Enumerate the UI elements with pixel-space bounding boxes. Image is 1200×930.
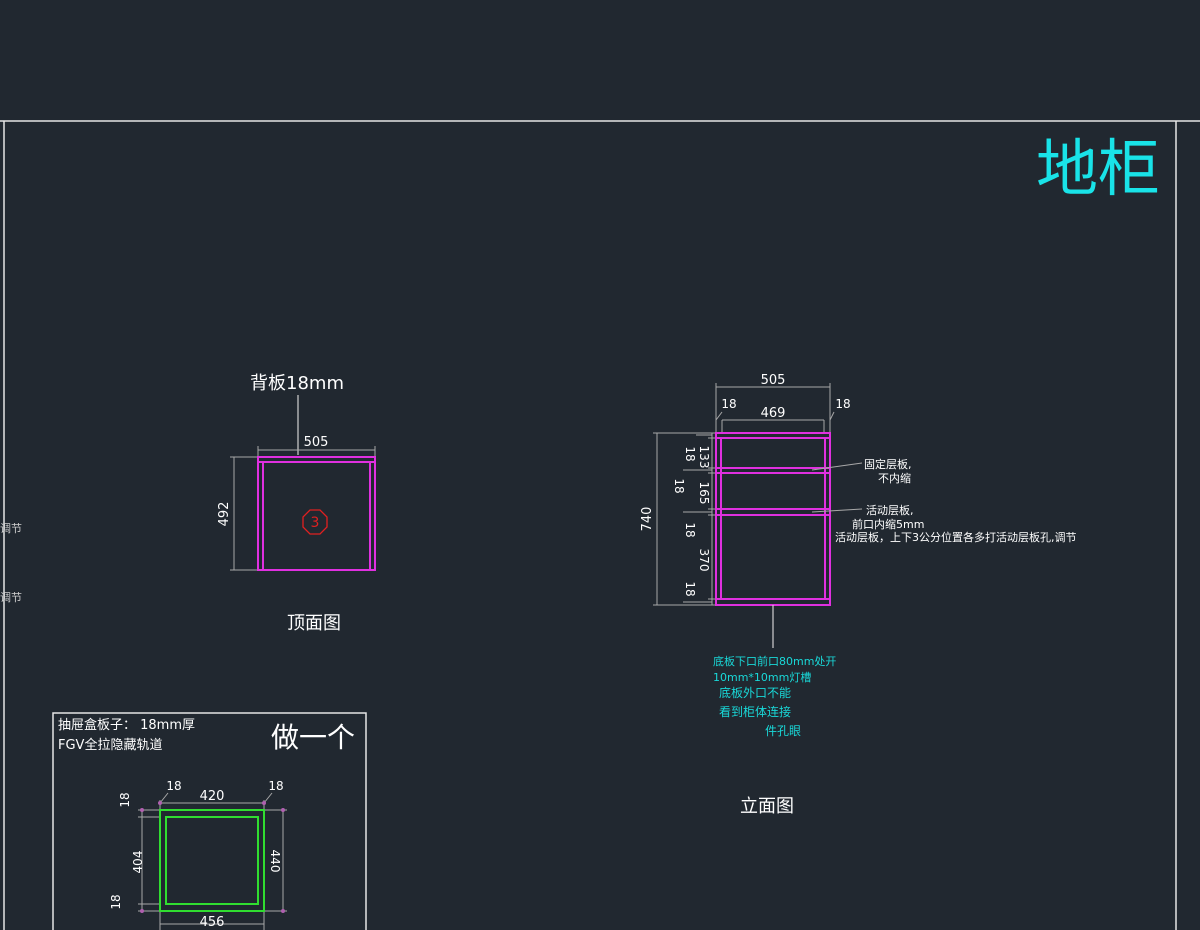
bottom-note-1: 底板下口前口80mm处开 bbox=[713, 654, 836, 668]
back-panel-label: 背板18mm bbox=[250, 373, 344, 394]
sheet-frame bbox=[0, 120, 1200, 930]
drawer-spec-line-1: 抽屉盒板子： 18mm厚 bbox=[58, 717, 195, 733]
bottom-note-2: 10mm*10mm灯槽 bbox=[713, 671, 811, 684]
drawer-detail-frame bbox=[52, 712, 367, 930]
elevation-caption: 立面图 bbox=[740, 796, 794, 817]
bottom-note-4: 看到柜体连接 bbox=[719, 704, 791, 719]
cabinet-number-marker bbox=[302, 509, 328, 535]
elevation-side-left-text: 18 bbox=[721, 397, 736, 411]
drawer-quantity-label: 做一个 bbox=[271, 721, 355, 754]
left-clip-note-2: 调节 bbox=[0, 591, 22, 604]
top-depth-dim-text: 492 bbox=[217, 502, 232, 527]
cabinet-number-text: 3 bbox=[311, 515, 320, 531]
left-clip-note-1: 调节 bbox=[0, 522, 22, 535]
seg-text-movable-shelf: 18 bbox=[683, 522, 697, 537]
top-view-outline bbox=[257, 456, 376, 571]
drawer-detail: 抽屉盒板子： 18mm厚 FGV全拉隐藏轨道 做一个 bbox=[52, 712, 367, 930]
drawer-side-right-text: 18 bbox=[268, 779, 283, 793]
elevation-overall-height-dim bbox=[653, 432, 716, 606]
drawer-outer-depth-text: 440 bbox=[268, 850, 282, 873]
drawer-bottom-thk-text: 18 bbox=[109, 894, 123, 909]
drawer-outline bbox=[159, 809, 265, 912]
shelf-leaders bbox=[811, 462, 863, 513]
fixed-shelf-note-2: 不内缩 bbox=[878, 471, 911, 485]
top-view: 背板18mm 505 492 3 顶面图 bbox=[217, 373, 376, 634]
seg-text-top-panel: 18 bbox=[683, 446, 697, 461]
seg-text-lower-space: 370 bbox=[697, 549, 711, 572]
top-width-dim-text: 505 bbox=[304, 435, 329, 450]
sheet-title: 地柜 bbox=[1036, 132, 1160, 205]
drawer-outer-width-text: 456 bbox=[200, 915, 225, 930]
movable-shelf-note-3: 活动层板，上下3公分位置各多打活动层板孔,调节 bbox=[835, 530, 1077, 544]
seg-text-upper-space: 133 bbox=[697, 446, 711, 469]
seg-text-middle-space: 165 bbox=[697, 482, 711, 505]
fixed-shelf-note-1: 固定层板, bbox=[864, 457, 912, 471]
elevation-overall-width-dim bbox=[715, 383, 831, 432]
bottom-note-3: 底板外口不能 bbox=[719, 685, 791, 700]
drawer-side-left-text: 18 bbox=[166, 779, 181, 793]
top-view-caption: 顶面图 bbox=[287, 613, 341, 634]
movable-shelf-note-1: 活动层板, bbox=[866, 503, 914, 517]
movable-shelf-note-2: 前口内缩5mm bbox=[852, 517, 924, 531]
drawer-dim-ticks bbox=[140, 801, 285, 913]
elevation-inner-width-dim bbox=[715, 411, 835, 432]
drawer-spec-line-2: FGV全拉隐藏轨道 bbox=[58, 737, 162, 753]
drawer-inner-width-text: 420 bbox=[200, 789, 225, 804]
elevation-outline bbox=[715, 432, 831, 606]
elevation-inner-width-text: 469 bbox=[761, 406, 786, 421]
elevation-side-right-text: 18 bbox=[835, 397, 850, 411]
elevation-overall-width-text: 505 bbox=[761, 373, 786, 388]
seg-text-bottom-panel: 18 bbox=[683, 581, 697, 596]
seg-text-fixed-shelf: 18 bbox=[672, 478, 686, 493]
drawer-top-thk-text: 18 bbox=[118, 792, 132, 807]
elevation-segment-dims bbox=[683, 433, 716, 605]
bottom-note-5: 件孔眼 bbox=[765, 724, 801, 738]
elevation-view: 505 18 469 18 740 bbox=[640, 373, 1077, 817]
drawer-inner-depth-text: 404 bbox=[131, 851, 145, 874]
top-depth-dimension bbox=[230, 456, 258, 571]
elevation-overall-height-text: 740 bbox=[640, 507, 655, 532]
